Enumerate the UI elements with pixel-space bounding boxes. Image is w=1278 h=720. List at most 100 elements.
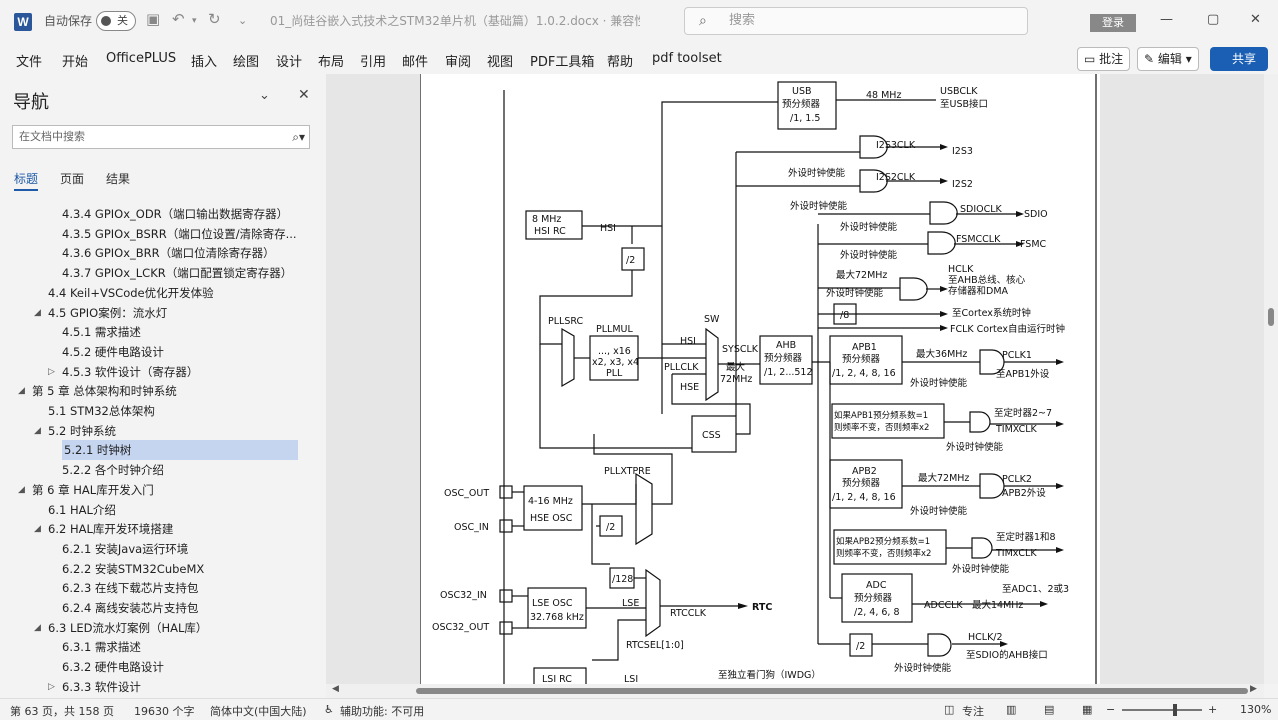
menu-view[interactable]: 视图 — [487, 55, 514, 70]
scroll-right-icon[interactable]: ▶ — [1250, 684, 1257, 694]
nav-item[interactable]: ▷6.3.3 软件设计 — [0, 677, 326, 697]
nav-item[interactable]: 6.2.2 安装STM32CubeMX — [0, 559, 326, 579]
ahb-title: AHB — [776, 340, 796, 351]
nav-item[interactable]: 6.2.3 在线下载芯片支持包 — [0, 578, 326, 598]
collapse-icon[interactable]: ◢ — [34, 622, 41, 633]
menu-review[interactable]: 审阅 — [445, 55, 472, 70]
menu-draw[interactable]: 绘图 — [233, 55, 260, 70]
nav-item-label: 4.3.6 GPIOx_BRR（端口位清除寄存器） — [62, 246, 275, 261]
nav-search-input[interactable]: 在文档中搜索 ⌕▾ — [12, 125, 310, 149]
nav-item-label: 4.5 GPIO案例：流水灯 — [48, 305, 168, 320]
zoom-level[interactable]: 130% — [1240, 703, 1272, 716]
scroll-left-icon[interactable]: ◀ — [332, 684, 339, 694]
close-window-icon[interactable]: ✕ — [1250, 12, 1261, 27]
nav-item[interactable]: 6.1 HAL介绍 — [0, 500, 326, 520]
tab-headings[interactable]: 标题 — [14, 170, 39, 191]
print-layout-icon[interactable]: ▤ — [1044, 703, 1055, 716]
menu-file[interactable]: 文件 — [16, 55, 43, 70]
menu-pdf-toolbox[interactable]: PDF工具箱 — [530, 55, 595, 70]
read-mode-icon[interactable]: ▥ — [1006, 703, 1017, 716]
adc-divider: /2, 4, 6, 8 — [854, 607, 900, 618]
menu-help[interactable]: 帮助 — [607, 55, 634, 70]
nav-item[interactable]: ◢ 第 6 章 HAL库开发入门 — [0, 480, 326, 500]
focus-button[interactable]: 专注 — [962, 705, 984, 718]
menu-officeplus[interactable]: OfficePLUS — [106, 51, 177, 66]
nav-item[interactable]: 4.3.6 GPIOx_BRR（端口位清除寄存器） — [0, 243, 326, 263]
save-icon[interactable]: ▣ — [146, 10, 161, 28]
collapse-icon[interactable]: ◢ — [18, 386, 25, 397]
vertical-scroll-thumb[interactable] — [1268, 308, 1274, 326]
word-count[interactable]: 19630 个字 — [134, 705, 195, 718]
language-status[interactable]: 简体中文(中国大陆) — [210, 705, 307, 718]
collapse-icon[interactable]: ◢ — [34, 524, 41, 535]
nav-item[interactable]: 5.2.1 时钟树 — [0, 440, 326, 461]
nav-item-label: 6.2.2 安装STM32CubeMX — [62, 561, 205, 576]
nav-item[interactable]: 4.3.7 GPIOx_LCKR（端口配置锁定寄存器） — [0, 263, 326, 283]
nav-item[interactable]: ◢ 4.5 GPIO案例：流水灯 — [0, 303, 326, 323]
nav-item[interactable]: 4.3.5 GPIOx_BSRR（端口位设置/清除寄存... — [0, 224, 326, 244]
page-count[interactable]: 第 63 页，共 158 页 — [10, 705, 114, 718]
web-layout-icon[interactable]: ▦ — [1082, 703, 1093, 716]
nav-item[interactable]: ◢第 5 章 总体架构和时钟系统 — [0, 381, 326, 401]
nav-item[interactable]: 4.5.2 硬件电路设计 — [0, 342, 326, 362]
login-button[interactable]: 登录 — [1090, 14, 1136, 32]
nav-item[interactable]: ◢6.3 LED流水灯案例（HAL库） — [0, 618, 326, 638]
redo-icon[interactable]: ↻ — [208, 10, 221, 28]
nav-item[interactable]: 5.1 STM32总体架构 — [0, 401, 326, 421]
horizontal-scroll-thumb[interactable] — [416, 688, 1248, 694]
zoom-slider-track[interactable] — [1122, 709, 1202, 711]
sysclk-label: SYSCLK — [722, 344, 759, 355]
close-nav-icon[interactable]: ✕ — [298, 87, 310, 103]
nav-item[interactable]: 6.3.2 硬件电路设计 — [0, 657, 326, 677]
accessibility-status[interactable]: 辅助功能: 不可用 — [340, 705, 425, 718]
nav-item[interactable]: ▷4.5.3 软件设计（寄存器） — [0, 362, 326, 382]
search-input[interactable]: ⌕ 搜索 — [684, 7, 1028, 35]
rtcclk-label: RTCCLK — [670, 608, 707, 619]
maximize-icon[interactable]: ▢ — [1207, 12, 1220, 27]
clock-tree-diagram: USB 预分频器 /1, 1.5 48 MHz USBCLK 至USB接口 I2… — [419, 74, 1097, 689]
nav-item[interactable]: 4.4 Keil+VSCode优化开发体验 — [0, 283, 326, 303]
nav-search-icon[interactable]: ⌕▾ — [292, 130, 305, 144]
menu-mailings[interactable]: 邮件 — [402, 55, 429, 70]
edit-button[interactable]: ✎ 编辑 ▾ — [1137, 47, 1199, 71]
undo-dropdown-icon[interactable]: ▾ — [192, 16, 197, 26]
zoom-slider-thumb[interactable] — [1173, 704, 1177, 716]
nav-options-icon[interactable]: ⌄ — [259, 88, 270, 103]
menu-design[interactable]: 设计 — [276, 55, 303, 70]
menu-insert[interactable]: 插入 — [191, 55, 218, 70]
expand-icon[interactable]: ▷ — [48, 681, 55, 692]
nav-item[interactable]: 6.2.4 离线安装芯片支持包 — [0, 598, 326, 618]
collapse-icon[interactable]: ◢ — [34, 307, 41, 318]
zoom-in-icon[interactable]: + — [1208, 703, 1218, 716]
nav-item[interactable]: 5.2.2 各个时钟介绍 — [0, 460, 326, 480]
usb-prescaler-box — [777, 81, 837, 130]
autosave-toggle[interactable]: 关 — [96, 11, 136, 31]
expand-icon[interactable]: ▷ — [48, 366, 55, 377]
minimize-icon[interactable]: — — [1160, 12, 1173, 27]
document-title: 01_尚硅谷嵌入式技术之STM32单片机（基础篇）1.0.2.docx · 兼容… — [270, 14, 640, 28]
adc-prescaler-label: 预分频器 — [854, 592, 893, 604]
menu-references[interactable]: 引用 — [360, 55, 387, 70]
nav-item[interactable]: 6.3.1 需求描述 — [0, 637, 326, 657]
collapse-icon[interactable]: ◢ — [34, 425, 41, 436]
menu-layout[interactable]: 布局 — [318, 55, 345, 70]
tab-pages[interactable]: 页面 — [60, 172, 85, 186]
zoom-out-icon[interactable]: − — [1106, 703, 1116, 716]
nav-item[interactable]: ◢6.2 HAL库开发环境搭建 — [0, 519, 326, 539]
nav-item[interactable]: 6.2.1 安装Java运行环境 — [0, 539, 326, 559]
collapse-icon[interactable]: ◢ — [18, 484, 25, 495]
comment-button[interactable]: ▭ 批注 — [1077, 47, 1131, 71]
vertical-scrollbar[interactable] — [1264, 74, 1278, 684]
tab-results[interactable]: 结果 — [106, 172, 131, 186]
menu-home[interactable]: 开始 — [62, 55, 89, 70]
nav-item[interactable]: 4.3.4 GPIOx_ODR（端口输出数据寄存器） — [0, 204, 326, 224]
undo-icon[interactable]: ↶ — [172, 10, 185, 28]
customize-toolbar-icon[interactable]: ⌄ — [238, 14, 248, 27]
pll-mul-values-2: x2, x3, x4 — [592, 357, 639, 368]
nav-item-label: 第 6 章 HAL库开发入门 — [32, 482, 154, 497]
share-button[interactable]: 共享 — [1210, 47, 1268, 71]
nav-item[interactable]: 4.5.1 需求描述 — [0, 322, 326, 342]
pencil-icon: ✎ — [1144, 52, 1158, 66]
nav-item[interactable]: ◢5.2 时钟系统 — [0, 421, 326, 441]
menu-pdf-toolset[interactable]: pdf toolset — [652, 51, 722, 66]
